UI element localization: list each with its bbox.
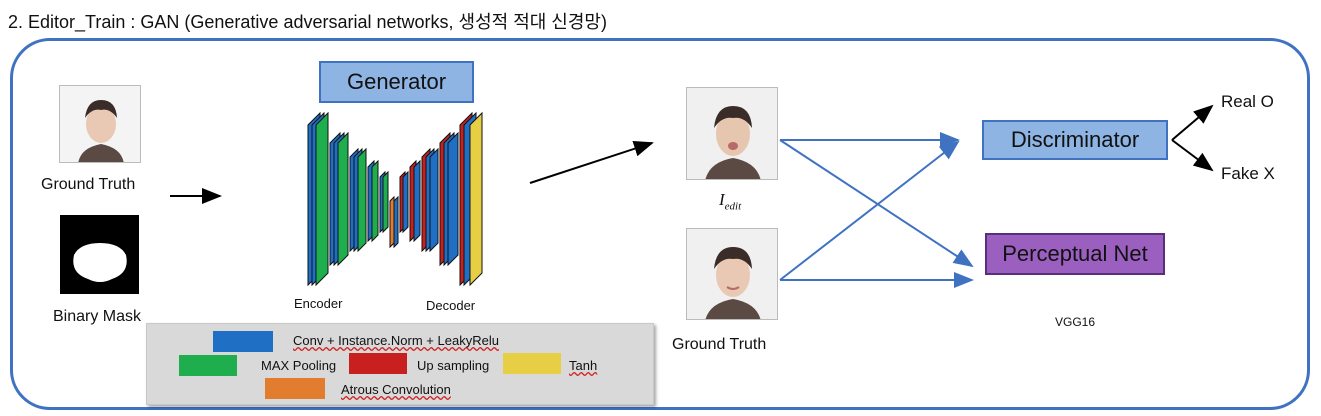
fake-label: Fake X (1221, 164, 1275, 183)
encoder-label: Encoder (294, 296, 343, 311)
decoder-blocks (399, 111, 483, 287)
ground-truth-input-image (59, 85, 141, 163)
edited-output-image (686, 87, 778, 180)
real-label: Real O (1221, 92, 1274, 111)
diagram-frame (10, 38, 1310, 410)
legend-swatch-maxpool (179, 355, 237, 376)
ground-truth-input-label: Ground Truth (41, 176, 136, 193)
discriminator-box: Discriminator (982, 120, 1168, 160)
ground-truth-output-image (686, 228, 778, 320)
legend-swatch-tanh (503, 353, 561, 374)
binary-mask-label: Binary Mask (53, 308, 142, 325)
legend-swatch-atrous (265, 378, 325, 399)
legend-swatch-upsample (349, 353, 407, 374)
edited-output-label: Iedit (719, 190, 742, 213)
perceptual-net-box: Perceptual Net (985, 233, 1165, 275)
generator-network-diagram (307, 111, 483, 287)
legend-label-maxpool: MAX Pooling (261, 358, 337, 373)
arrow-to-fake (1171, 139, 1214, 172)
atrous-blocks (389, 195, 399, 249)
legend-label-upsample: Up sampling (417, 358, 490, 373)
legend-label-atrous: Atrous Convolution (341, 382, 451, 397)
legend-label-tanh: Tanh (569, 358, 598, 373)
encoder-blocks (307, 111, 389, 287)
diagram-title: 2. Editor_Train : GAN (Generative advers… (8, 12, 607, 32)
vgg16-label: VGG16 (1055, 315, 1096, 329)
arrow-generator-to-output (529, 141, 654, 184)
generator-box: Generator (319, 61, 474, 103)
legend-label-conv: Conv + Instance.Norm + LeakyRelu (293, 333, 499, 348)
arrow-gt-to-discriminator (779, 140, 960, 281)
legend-swatch-conv (213, 331, 273, 352)
ground-truth-output-label: Ground Truth (672, 336, 767, 353)
binary-mask-image (60, 215, 139, 294)
arrow-to-real (1171, 104, 1214, 141)
arrow-edit-to-perceptual (779, 139, 974, 268)
decoder-label: Decoder (426, 298, 476, 313)
legend: Conv + Instance.Norm + LeakyRelu MAX Poo… (146, 323, 654, 405)
